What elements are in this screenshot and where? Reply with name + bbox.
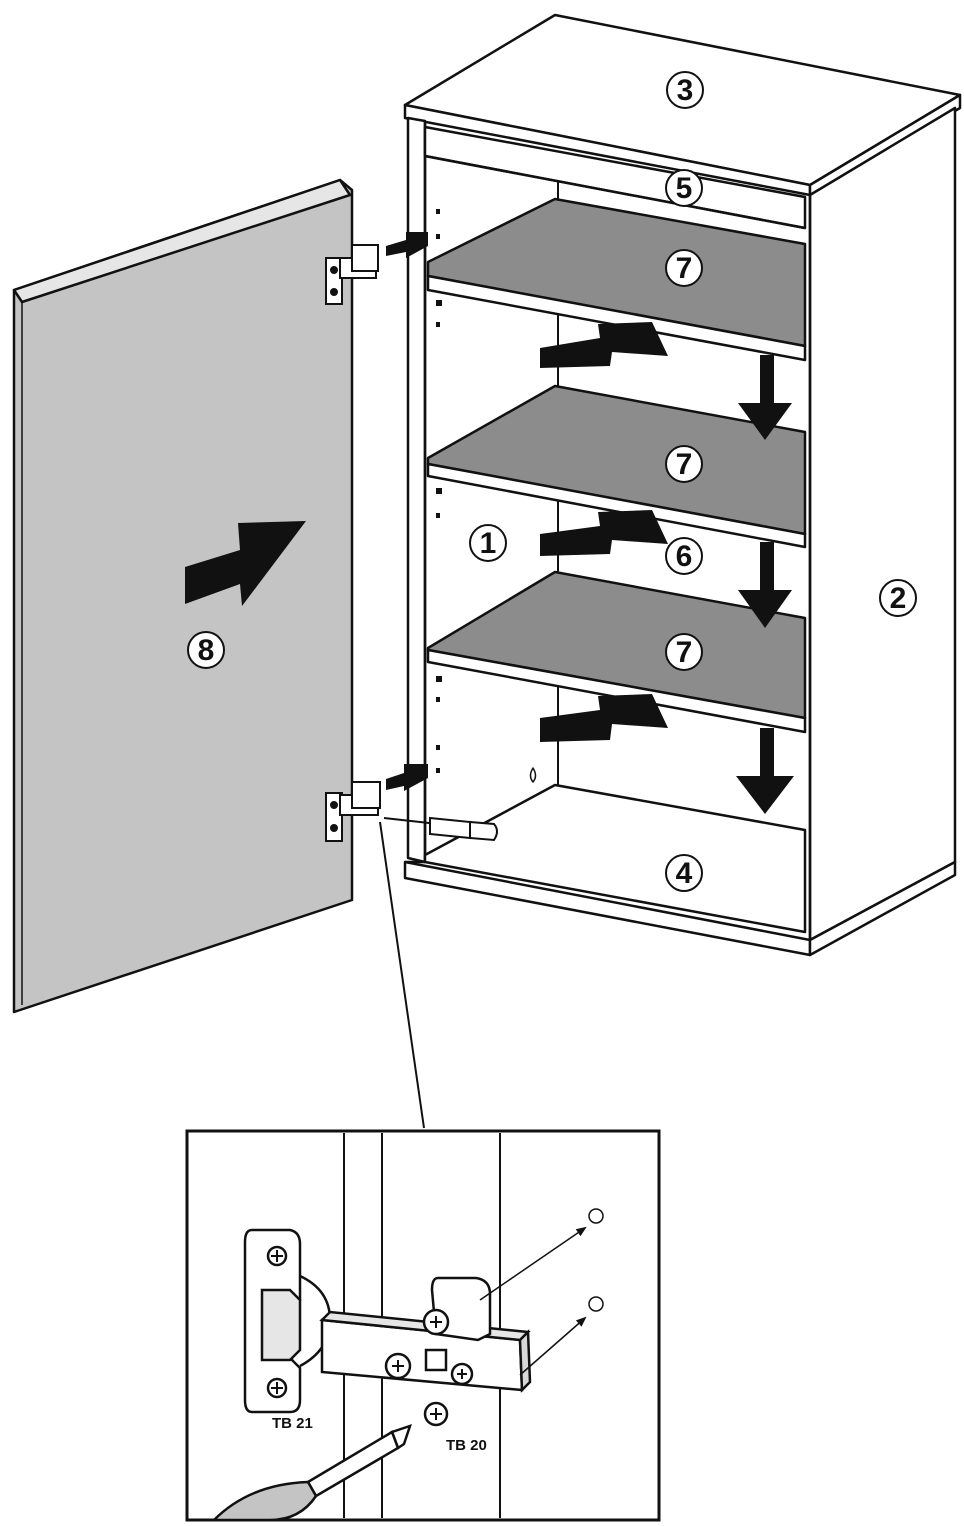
pin-holes: [436, 209, 442, 773]
hinge-detail-inset: TB 21 TB 20: [185, 1129, 661, 1522]
door-panel: [12, 178, 354, 1014]
shelf-bottom: [426, 570, 807, 734]
arrow-icon: [185, 521, 306, 606]
dowel-icon: [529, 767, 537, 783]
shelf-top: [426, 197, 807, 362]
svg-text:7: 7: [676, 252, 693, 285]
bottom-panel: [403, 783, 957, 957]
hinge-icon: [325, 244, 379, 305]
label-bottom-panel: 4: [665, 854, 703, 892]
side-panel: [808, 106, 957, 942]
svg-text:1: 1: [480, 527, 497, 560]
svg-text:6: 6: [676, 540, 693, 573]
label-back-panel: 1: [469, 524, 507, 562]
svg-text:7: 7: [676, 448, 693, 481]
arrow-icon: [540, 510, 668, 556]
svg-text:4: 4: [676, 857, 693, 890]
arrow-icon: [386, 764, 428, 791]
arrow-icon: [386, 232, 428, 258]
label-shelf-bottom: 7: [665, 633, 703, 671]
screwdriver-icon: [210, 1424, 412, 1522]
cabinet: [403, 13, 962, 957]
arrow-icon: [540, 694, 668, 742]
dowel-icon: [588, 1208, 604, 1224]
arrows: [185, 232, 794, 814]
shelf-middle: [426, 384, 807, 549]
hinge-code-label: TB 21: [272, 1415, 313, 1432]
part-labels: 1 2 3 4 5 6 7 7: [187, 71, 917, 892]
hinge-cup-plate: [243, 1228, 332, 1414]
mounting-plate: [422, 1276, 492, 1427]
svg-text:5: 5: [676, 172, 693, 205]
hinge-icon: [325, 781, 381, 842]
label-shelf-middle: 7: [665, 445, 703, 483]
arrow-icon: [738, 542, 792, 628]
label-side-panel: 2: [879, 579, 917, 617]
dowel-guides: [479, 1208, 604, 1376]
label-shelf-support: 6: [665, 537, 703, 575]
label-top-rail: 5: [665, 169, 703, 207]
arrow-icon: [736, 728, 794, 814]
arrow-icon: [738, 355, 792, 440]
detail-leader-line: [379, 821, 425, 1129]
svg-text:3: 3: [677, 74, 694, 107]
left-panel: [406, 116, 427, 864]
label-top-panel: 3: [666, 71, 704, 109]
label-shelf-top: 7: [665, 249, 703, 287]
dowel-icon: [588, 1296, 604, 1312]
svg-text:7: 7: [676, 636, 693, 669]
arrow-icon: [540, 322, 668, 368]
screw-code-label: TB 20: [446, 1437, 487, 1454]
svg-text:8: 8: [198, 634, 215, 667]
label-door: 8: [187, 631, 225, 669]
screwdriver-icon: [383, 816, 498, 842]
svg-text:2: 2: [890, 582, 907, 615]
